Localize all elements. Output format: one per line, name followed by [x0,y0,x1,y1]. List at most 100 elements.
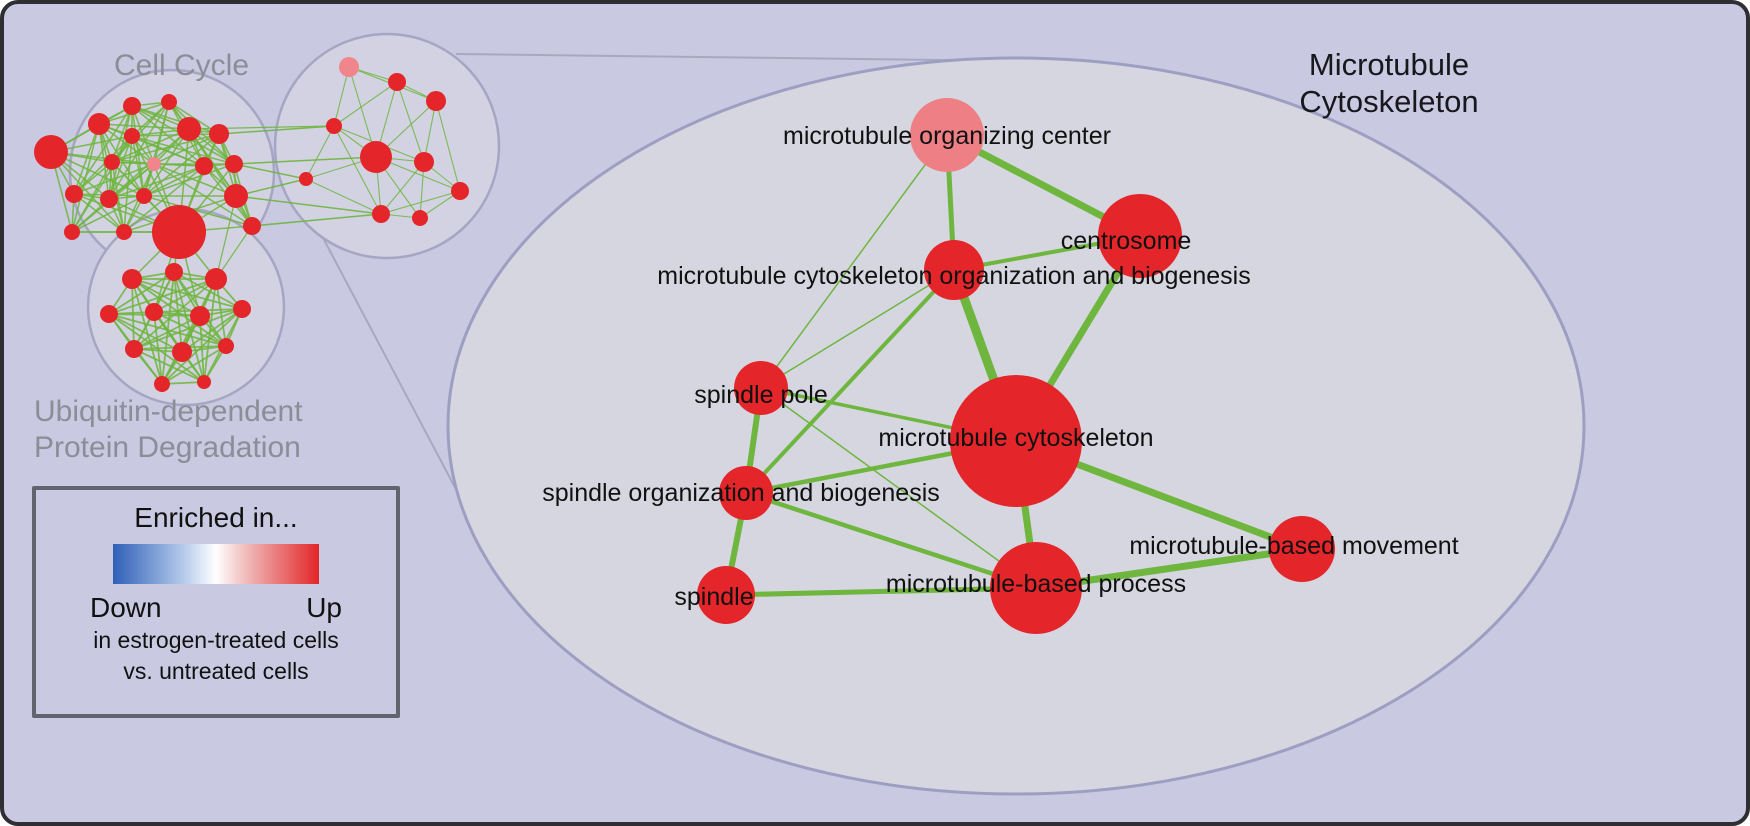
zoom-title-microtubule-cytoskeleton: Microtubule Cytoskeleton [1259,46,1519,120]
overview-edge [73,123,100,195]
overview-node [104,154,120,170]
edge-sob-mbp [745,490,1037,591]
overview-edge [380,161,425,215]
overview-node [145,303,163,321]
overview-node [122,269,142,289]
overview-edge [50,151,125,233]
overview-node [177,117,201,141]
overview-node [412,210,428,226]
overview-node [100,305,118,323]
overview-edge [131,278,201,317]
overview-edge [333,81,398,127]
overview-edge [73,193,125,233]
overview-node [64,224,80,240]
overview-cross-edge [235,195,382,215]
legend-up-label: Up [306,592,342,623]
overview-node [154,376,170,392]
overview-edge [188,128,253,227]
overview-edge [108,313,183,353]
overview-edge [143,195,253,227]
node-label-mbp: microtubule-based process [886,570,1186,598]
node-mcob [924,240,984,300]
node-mbm [1269,516,1335,582]
overview-edge [123,165,205,233]
overview-node [123,97,141,115]
node-label-mbm: microtubule-based movement [1129,532,1458,560]
cluster-label-ubiquitin-line1: Ubiquitin-dependent [34,395,303,428]
node-sob [719,466,773,520]
overview-node [88,113,110,135]
overview-edge [73,163,155,195]
node-mc [950,375,1082,507]
cluster-label-ubiquitin-line2: Protein Degradation [34,431,301,464]
overview-edge [143,165,205,197]
overview-node [209,124,229,144]
legend-axis-labels: Down Up [90,592,342,624]
node-spindle [697,566,755,624]
edge-spindle-mbp [725,585,1037,598]
edge-moc-spindle-pole [760,134,948,389]
overview-edge [111,128,190,163]
overview-edge [203,278,217,383]
overview-cross-edge [235,178,307,197]
overview-node [360,141,392,173]
overview-node [299,172,313,186]
node-centrosome [1098,194,1182,278]
overview-node [125,340,143,358]
legend-gradient-bar [113,544,319,584]
overview-node [326,118,342,134]
cluster-label-cell-cycle: Cell Cycle [114,49,250,82]
node-label-spindle: spindle [674,583,753,611]
node-label-spindle-pole: spindle pole [694,381,827,409]
node-spindle-pole [734,361,788,415]
overview-edge [143,133,220,197]
overview-cross-edge [215,195,237,280]
overview-edge [108,271,175,315]
overview-node [339,57,359,77]
edge-mcob-sob [744,268,956,495]
overview-edge [133,308,243,350]
overview-edge [173,271,243,310]
zoom-title-line2: Cytoskeleton [1299,84,1479,119]
overview-edge [423,100,437,163]
overview-cross-edge [251,213,382,227]
overview-edge [333,125,382,215]
overview-edge [305,125,335,180]
legend-down-label: Down [90,592,162,623]
overview-edge [108,165,205,200]
overview-node [100,190,118,208]
overview-node [124,128,140,144]
overview-cross-edge [233,163,307,180]
overview-node [233,300,251,318]
overview-edge [131,105,220,135]
overview-node [205,268,227,290]
overview-node [136,188,152,204]
overview-node [152,205,206,259]
legend-subtitle-line1: in estrogen-treated cells [93,627,339,653]
overview-node [34,135,68,169]
overview-node [172,342,192,362]
overview-node [372,205,390,223]
edge-mcob-spindle-pole [760,269,955,389]
overview-edge [181,308,243,353]
overview-edge [380,190,461,215]
overview-edge [108,135,133,200]
edge-spindle-pole-mbp [760,387,1037,589]
zoom-title-line1: Microtubule [1308,47,1470,82]
overview-edge [333,66,350,127]
overview-node [243,217,261,235]
overview-edge [131,135,145,197]
overview-edge [73,135,133,195]
zoom-cone-line [455,53,1025,62]
overview-edge [161,271,175,385]
overview-node [195,157,213,175]
overview-node [388,73,406,91]
overview-cross-edge [233,156,377,165]
network-figure-svg: microtubule organizing centercentrosomem… [34,32,1586,796]
overview-edge [108,278,217,315]
legend-title: Enriched in... [134,502,298,533]
overview-node [65,185,83,203]
overview-node [426,91,446,111]
node-label-mc: microtubule cytoskeleton [878,424,1153,452]
overview-node [218,338,234,354]
